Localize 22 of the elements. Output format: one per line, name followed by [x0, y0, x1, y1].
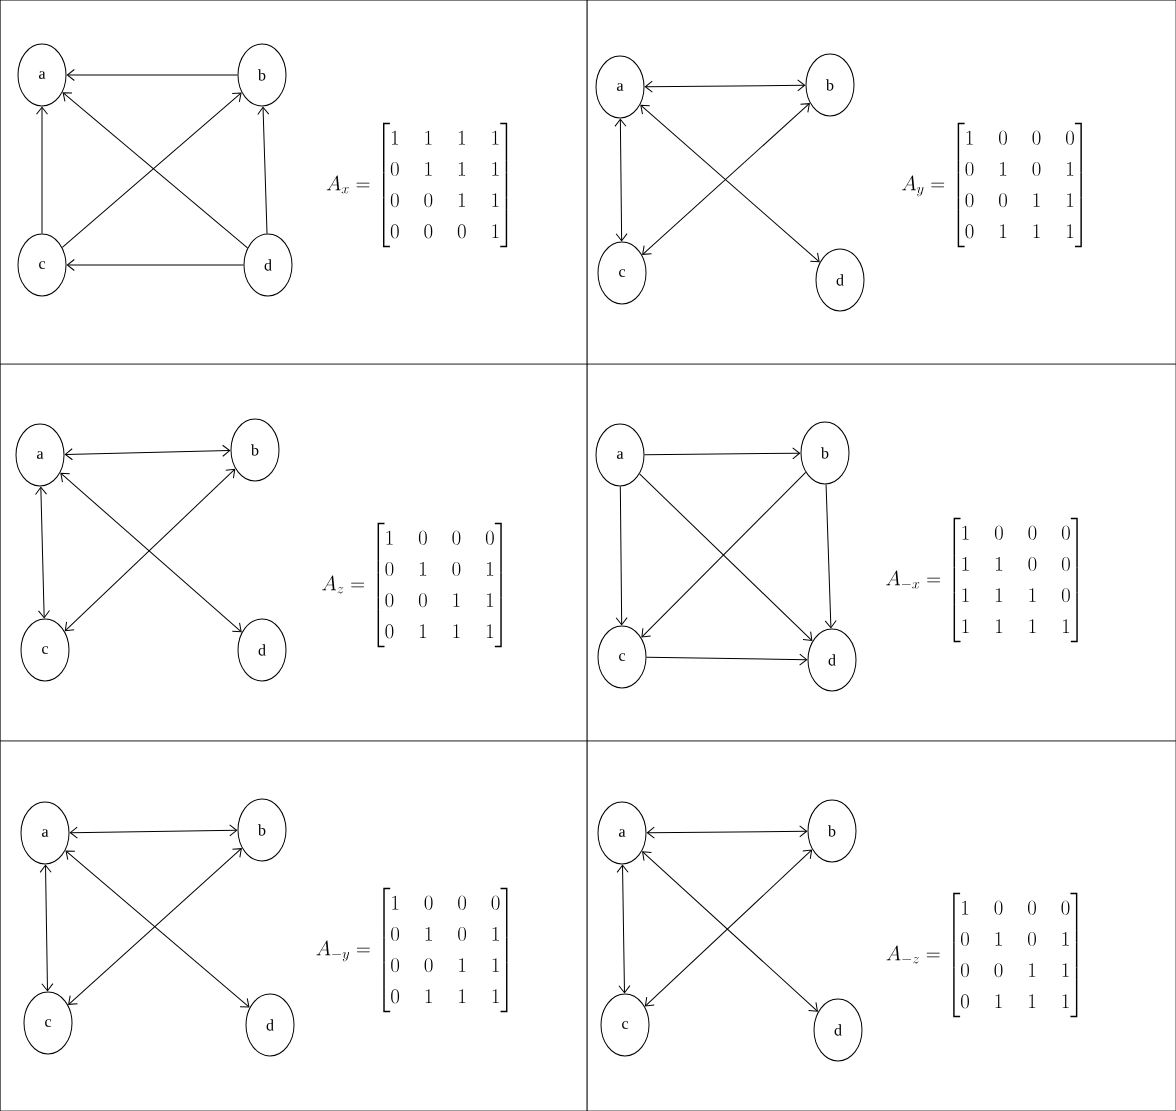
- matrix-equation: $A_x = \begin{bmatrix}1 & 1 & 1 & 1\\ 0 & 1 & 1 & 1\\ 0 & 0 & 1 & 1\\ 0 & 0 & 0 & 1\end{bmatrix}$: [326, 122, 508, 248]
- arrow: [66, 69, 238, 81]
- matrix-equation: $A_{-y} = \begin{bmatrix}1 & 0 & 0 & 0\\ 0 & 1 & 0 & 1\\ 0 & 0 & 1 & 1\\ 0 & 1 & 1 & 1\end{bmatrix}$: [316, 887, 508, 1013]
- arrow: [646, 825, 808, 839]
- arrow: [64, 444, 231, 461]
- arrow: [824, 483, 837, 629]
- matrix-equation: $A_{-x} = \begin{bmatrix}1 & 0 & 0 & 0\\ 1 & 1 & 0 & 0\\ 1 & 1 & 1 & 0\\ 1 & 1 & 1 & 1\end{bmatrix}$: [886, 517, 1078, 643]
- arrow: [257, 106, 270, 235]
- matrix-equation: $A_y = \begin{bmatrix}1 & 0 & 0 & 0\\ 0 & 1 & 0 & 1\\ 0 & 0 & 1 & 1\\ 0 & 1 & 1 & 1\end{bmatrix}$: [902, 122, 1082, 248]
- arrow: [69, 824, 238, 839]
- arrow: [644, 447, 801, 460]
- arrow: [646, 653, 808, 666]
- arrow: [614, 118, 628, 242]
- arrow: [35, 486, 50, 619]
- arrow: [644, 79, 806, 93]
- matrix-equation: $A_{-z} = \begin{bmatrix}1 & 0 & 0 & 0\\ 0 & 1 & 0 & 1\\ 0 & 0 & 1 & 1\\ 0 & 1 & 1 & 1\end{bmatrix}$: [886, 892, 1078, 1018]
- arrow: [66, 259, 244, 271]
- arrow: [615, 486, 628, 626]
- matrix-equation: $A_z = \begin{bmatrix}1 & 0 & 0 & 0\\ 0 & 1 & 0 & 1\\ 0 & 0 & 1 & 1\\ 0 & 1 & 1 & 1\end{bmatrix}$: [322, 522, 502, 648]
- arrow: [616, 864, 631, 994]
- arrow: [36, 106, 48, 234]
- arrow: [39, 864, 54, 992]
